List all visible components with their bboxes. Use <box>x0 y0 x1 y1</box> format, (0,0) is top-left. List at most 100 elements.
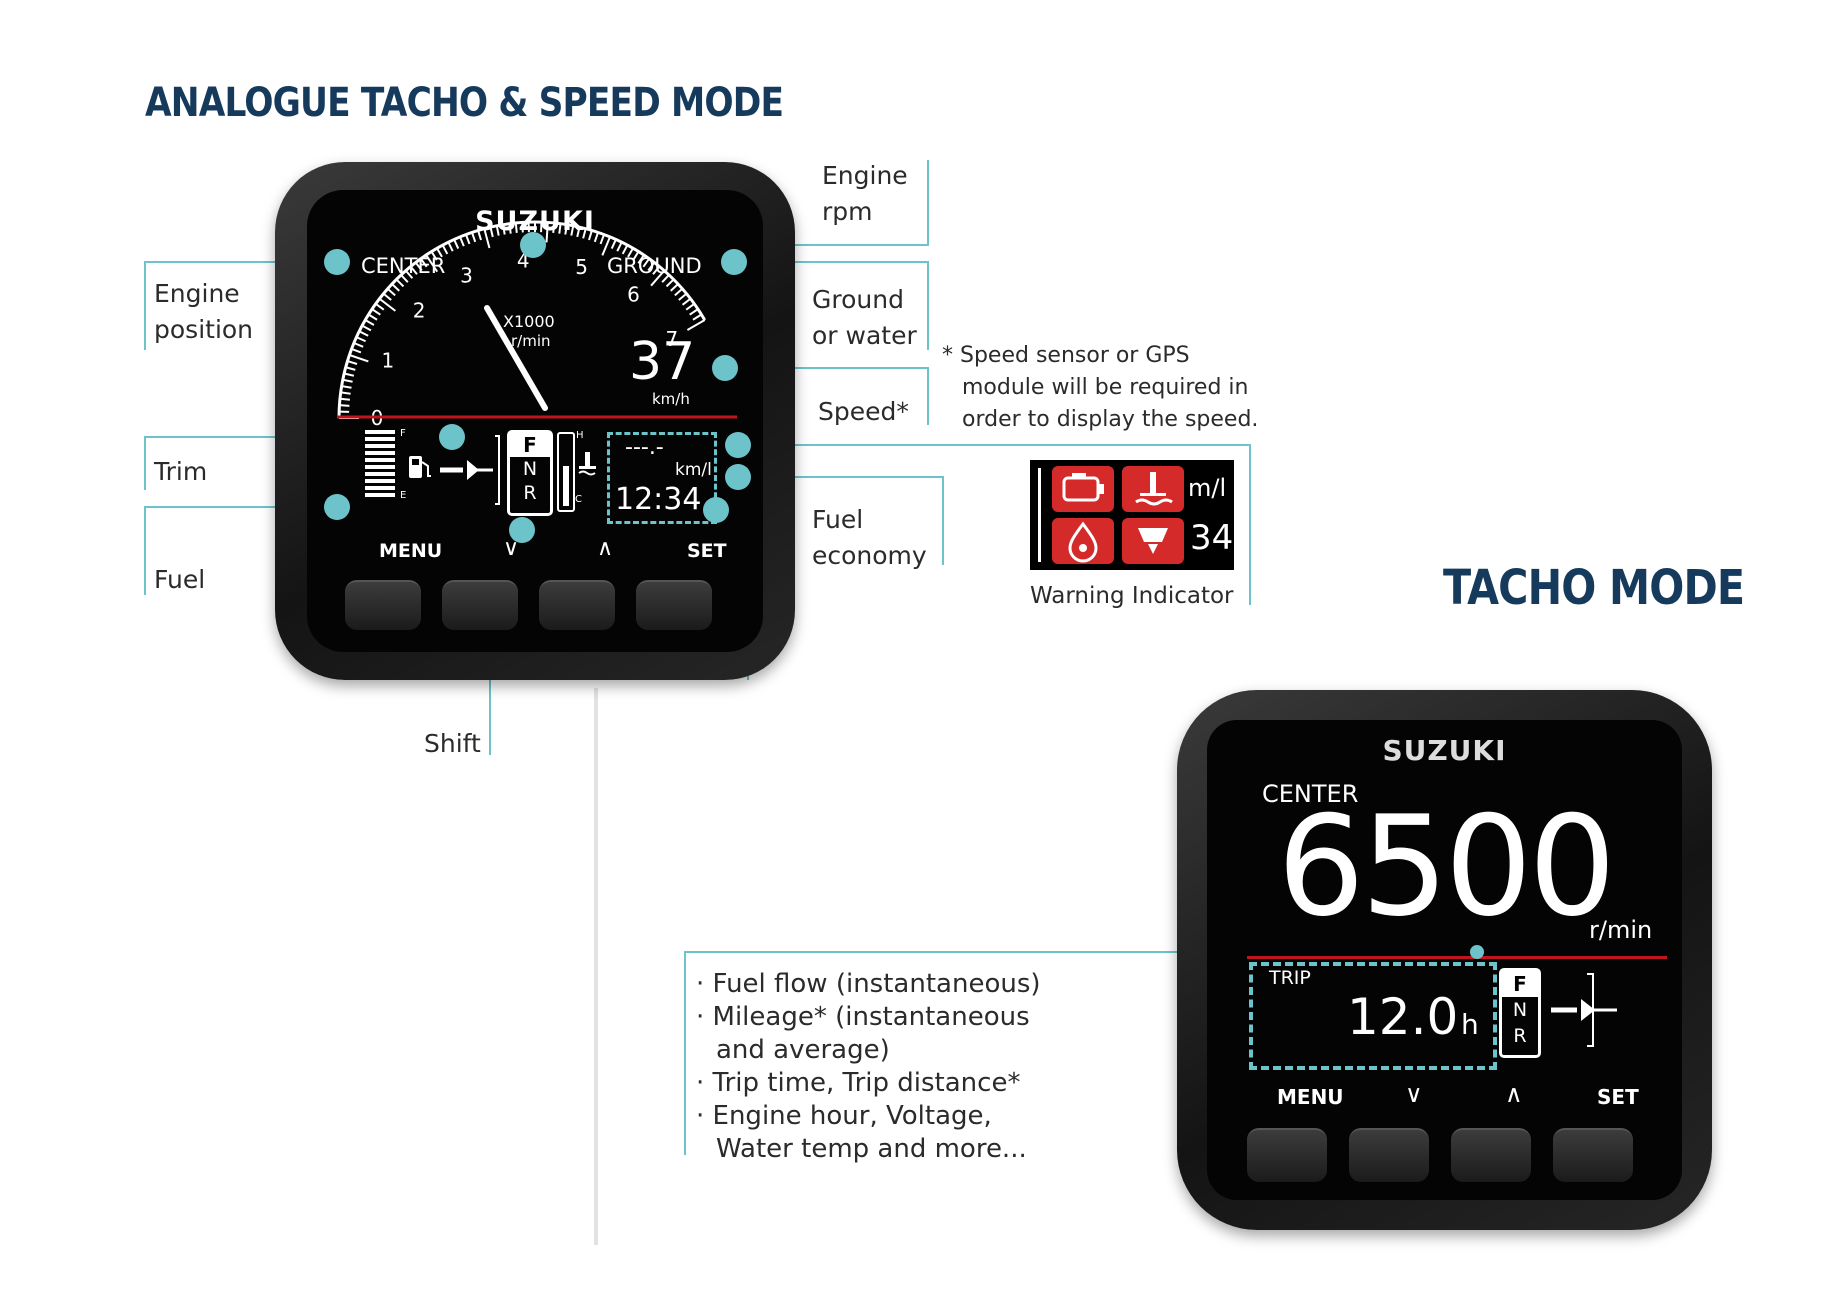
fuel-bar-segment <box>365 465 395 469</box>
tacho-shift-reverse: R <box>1513 1025 1527 1047</box>
dial-tick <box>637 254 645 264</box>
callout-dot-engine-position <box>324 249 350 275</box>
tacho-redline-divider <box>1247 956 1667 959</box>
feature-item: · Trip time, Trip distance* <box>696 1068 1021 1098</box>
dial-tick <box>588 230 593 241</box>
down-button-label: ∨ <box>503 536 520 561</box>
speed-value: 37 <box>629 332 696 392</box>
warning-indicator-label: Warning Indicator <box>1030 583 1234 609</box>
dial-tick <box>616 241 623 252</box>
trip-label: TRIP <box>1269 967 1311 989</box>
dial-tick <box>378 297 396 312</box>
menu-button[interactable] <box>345 580 421 630</box>
callout-line-fuel <box>144 506 337 595</box>
tacho-rpm-unit: r/min <box>1589 916 1653 944</box>
dial-tick <box>670 283 679 292</box>
warning-value-fragment: 34 <box>1190 518 1234 558</box>
dial-tick <box>343 372 355 377</box>
dial-tick <box>686 319 706 331</box>
dial-tick <box>361 324 372 332</box>
callout-line-engine-position <box>144 261 337 350</box>
fuel-bar-segment <box>365 451 395 455</box>
tacho-engine-position: CENTER <box>1262 780 1359 808</box>
tacho-down-button-label: ∨ <box>1405 1080 1423 1108</box>
analogue-gauge: SUZUKI CENTER GROUND 01234567 X1000 r/mi… <box>275 162 795 680</box>
tacho-features-list: · Fuel flow (instantaneous) · Mileage* (… <box>696 968 1041 1166</box>
dial-tick <box>681 297 692 306</box>
tacho-info-highlight <box>1249 962 1497 1070</box>
dial-tick <box>477 230 482 241</box>
dial-tick <box>358 330 369 337</box>
dial-tick <box>601 236 611 256</box>
dial-tick-label: 7 <box>665 327 678 351</box>
tacho-menu-button[interactable] <box>1247 1128 1327 1182</box>
shift-neutral: N <box>522 458 538 480</box>
tacho-up-button[interactable] <box>1451 1128 1531 1182</box>
shift-indicator: F N R <box>507 430 553 516</box>
dial-tick <box>564 224 568 235</box>
trip-unit: h <box>1461 1008 1479 1041</box>
tacho-shift-indicator: F N R <box>1499 968 1541 1058</box>
dial-tick <box>665 278 675 288</box>
set-button[interactable] <box>636 580 712 630</box>
dial-tick <box>347 360 358 365</box>
feature-item: and average) <box>716 1035 890 1065</box>
dial-arc <box>337 220 707 419</box>
dial-tick <box>495 225 500 236</box>
dial-tick <box>582 228 587 239</box>
dial-tick-label: 5 <box>575 255 588 279</box>
callout-dot-warning <box>725 432 751 458</box>
callout-line-warning <box>738 444 1251 605</box>
clock-display: 12:34 <box>615 482 702 517</box>
fuel-bar-segment <box>365 430 395 434</box>
dial-tick <box>414 261 423 272</box>
set-button-label: SET <box>687 540 727 562</box>
tacho-down-button[interactable] <box>1349 1128 1429 1182</box>
callout-line-fuel-economy <box>738 476 944 565</box>
menu-button-label: MENU <box>379 540 443 562</box>
label-speed: Speed* <box>818 397 909 426</box>
dial-tick-label: 2 <box>413 299 426 323</box>
tachometer-needle <box>484 305 548 411</box>
fuel-bar-segment <box>365 493 395 497</box>
warning-unit-fragment: m/l <box>1188 474 1227 502</box>
tacho-up-button-label: ∧ <box>1505 1080 1523 1108</box>
tacho-set-button[interactable] <box>1553 1128 1633 1182</box>
dial-tick <box>652 265 661 275</box>
dial-tick <box>371 308 381 316</box>
fuel-empty-mark: E <box>400 490 407 501</box>
tacho-menu-button-label: MENU <box>1277 1085 1344 1109</box>
scale-unit-top: X1000 <box>503 312 555 331</box>
dial-tick <box>382 292 392 301</box>
water-in-fuel-icon <box>1122 518 1184 564</box>
callout-dot-fuel <box>324 494 350 520</box>
dial-tick-label: 3 <box>460 264 473 288</box>
callout-dot-speed <box>712 355 738 381</box>
dial-tick <box>514 222 518 233</box>
tacho-screen: SUZUKI CENTER 6500 r/min TRIP 12.0 h F N… <box>1207 720 1682 1200</box>
dial-tick <box>685 303 695 311</box>
fuel-bar-segment <box>365 479 395 483</box>
dial-tick <box>610 239 617 249</box>
up-button[interactable] <box>539 580 615 630</box>
callout-line-ground <box>734 261 929 350</box>
tacho-trim-indicator-icon <box>1551 973 1617 1047</box>
dial-tick <box>459 236 465 247</box>
tacho-brand-logo: SUZUKI <box>1382 734 1507 767</box>
dial-tick <box>405 269 414 279</box>
dial-tick <box>521 222 524 233</box>
dial-tick <box>576 226 581 238</box>
warning-indicator-panel: m/l 34 <box>1030 460 1234 570</box>
callout-dot-ground <box>721 249 747 275</box>
down-button[interactable] <box>442 580 518 630</box>
dial-tick <box>375 303 385 311</box>
fuel-bar-segment <box>365 472 395 476</box>
tacho-shift-forward: F <box>1502 971 1538 997</box>
dial-tick <box>430 251 438 261</box>
dial-tick <box>489 226 494 238</box>
fuel-bar-segment <box>365 486 395 490</box>
